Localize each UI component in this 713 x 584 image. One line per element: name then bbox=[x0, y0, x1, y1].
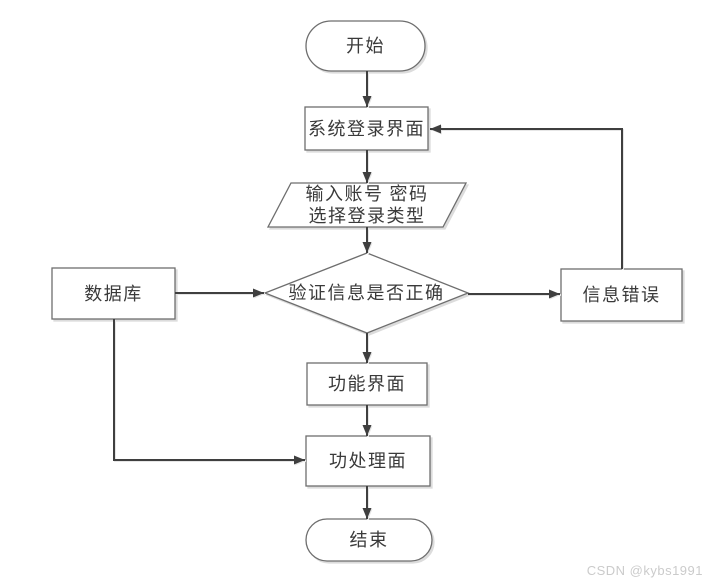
node-shape-database bbox=[51, 267, 176, 320]
edge-info-error-to-login bbox=[430, 124, 623, 269]
node-shape-verify-decision bbox=[263, 252, 470, 334]
node-shape-process-screen bbox=[305, 435, 431, 487]
node-shape-login-screen bbox=[304, 106, 429, 151]
node-shape-input-parallelogram bbox=[266, 182, 468, 228]
node-shape-start-terminator bbox=[305, 20, 426, 72]
node-shape-function-screen bbox=[306, 362, 428, 406]
csdn-watermark: CSDN @kybs1991 bbox=[586, 563, 703, 578]
node-shape-info-error bbox=[560, 268, 683, 322]
node-shape-end-terminator bbox=[305, 518, 433, 562]
edge-database-to-process bbox=[113, 319, 305, 465]
